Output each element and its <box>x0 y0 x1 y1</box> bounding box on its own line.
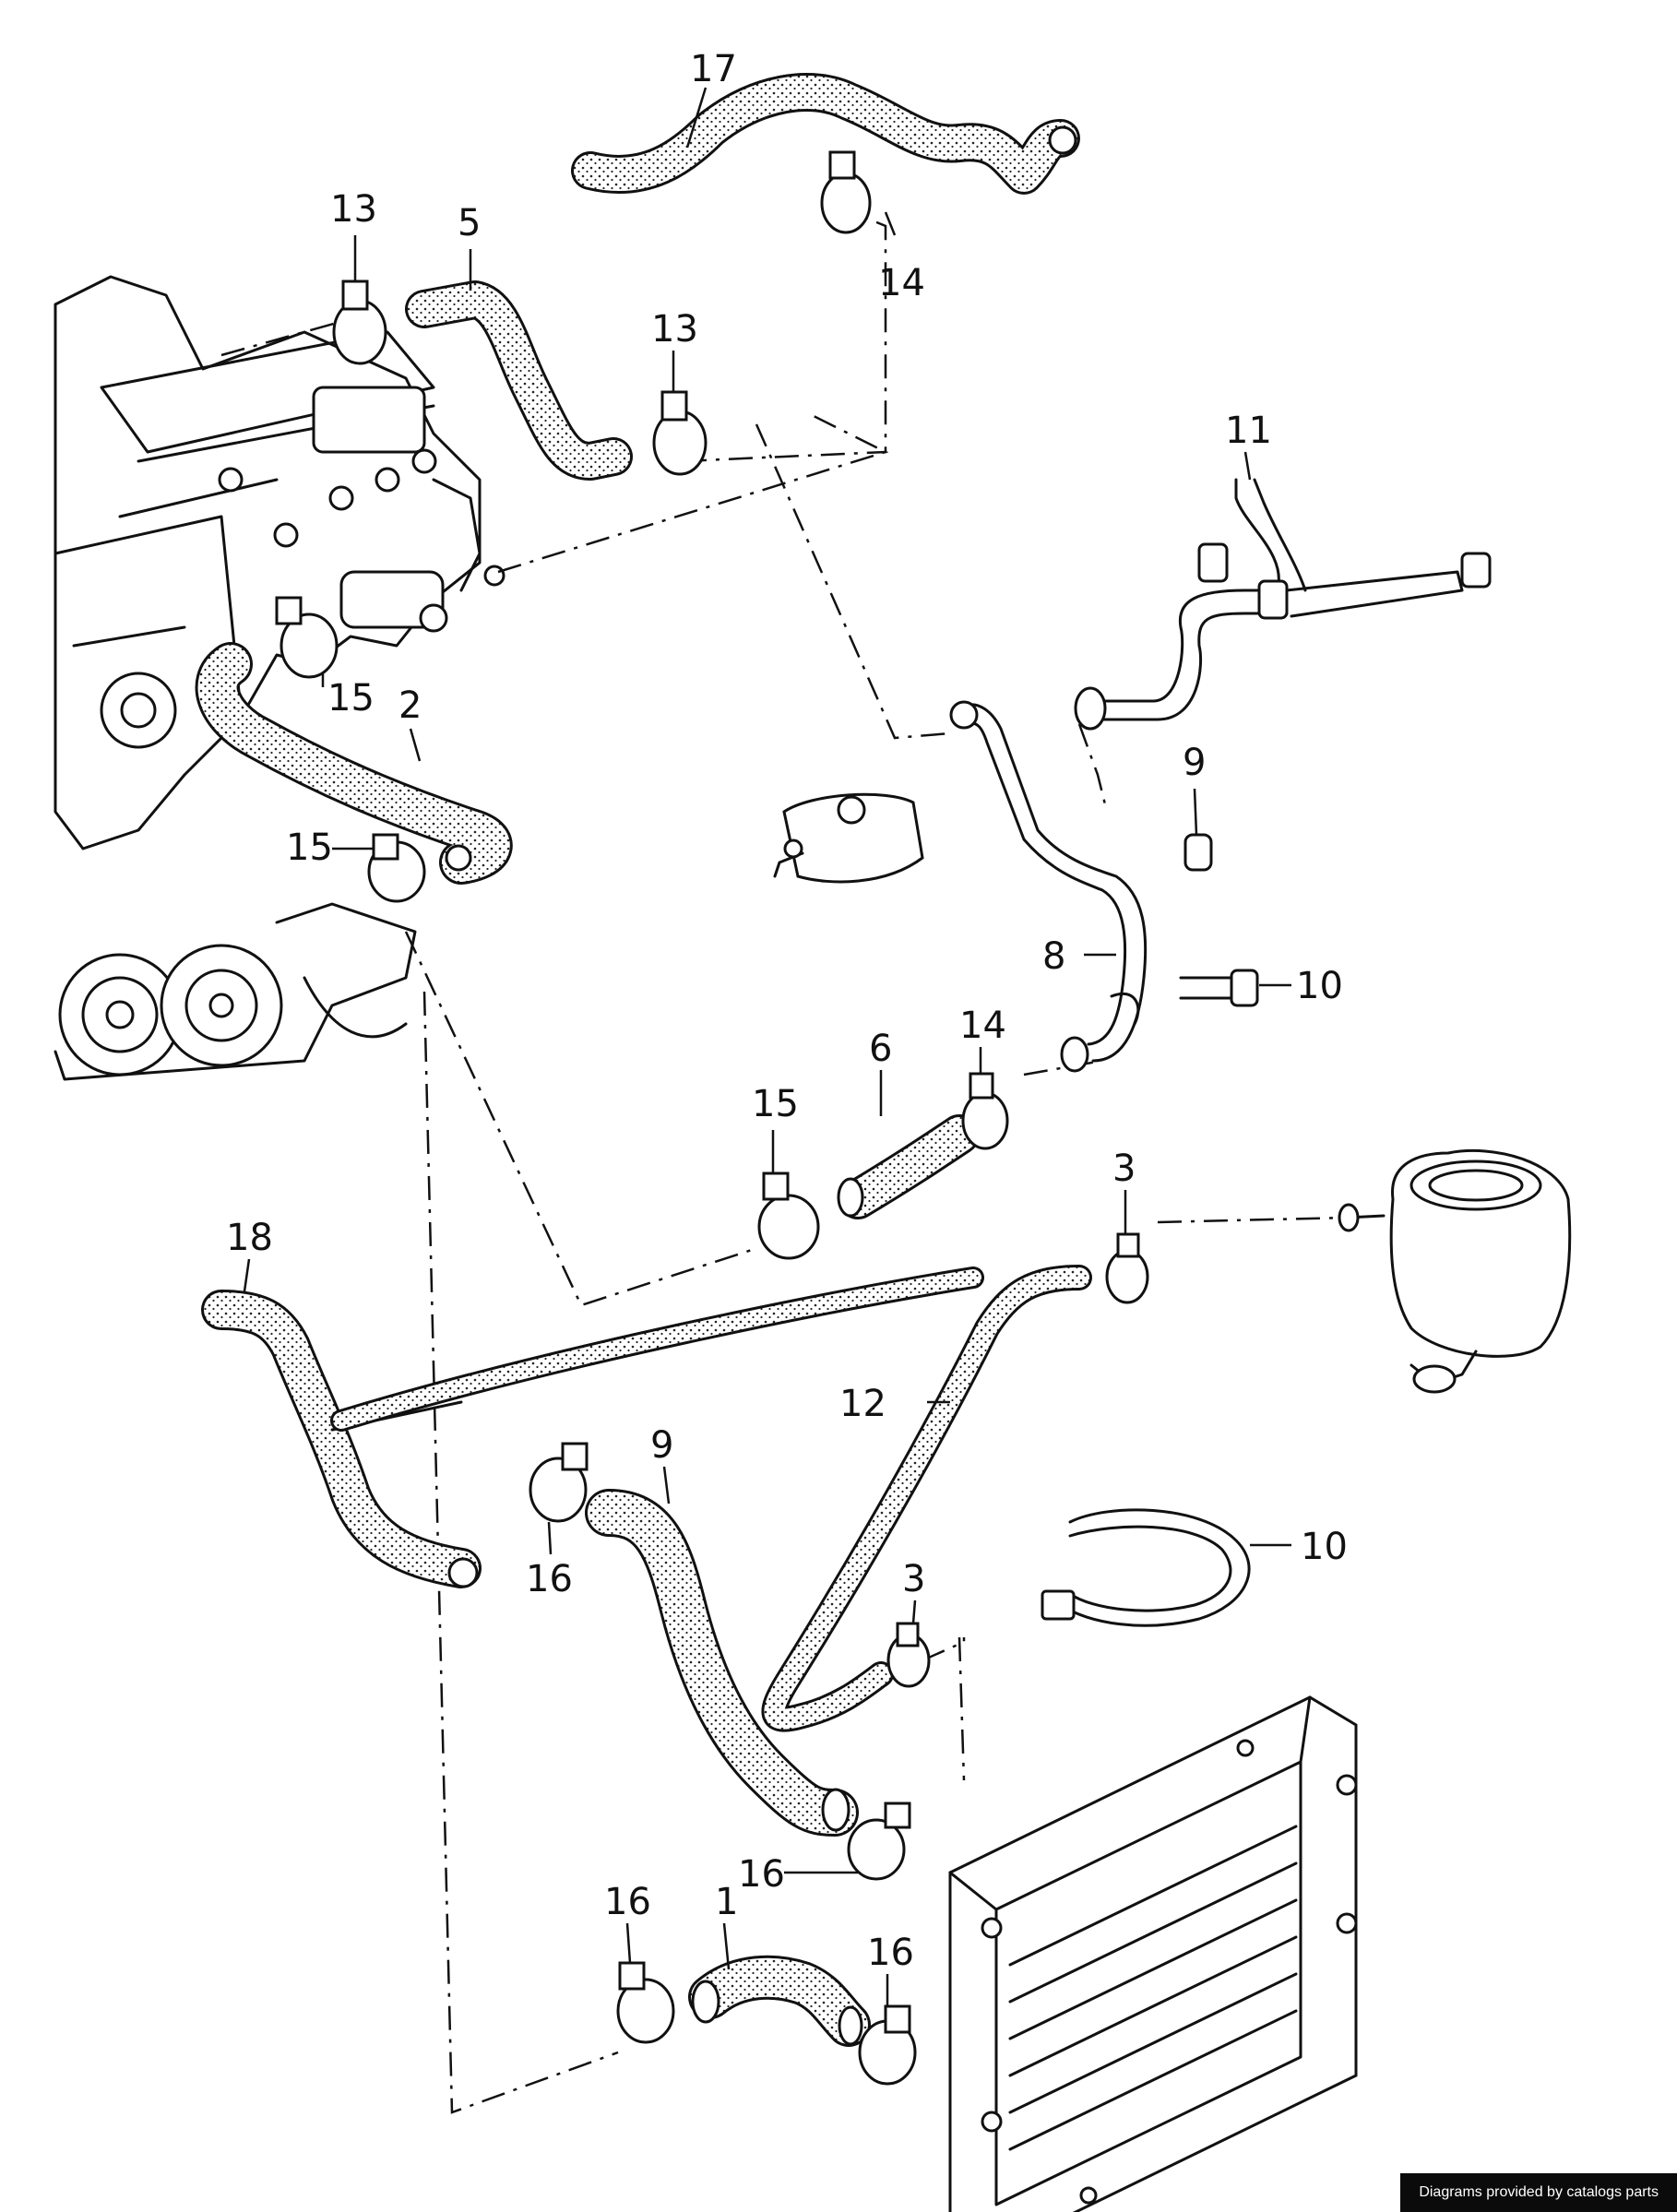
callout-7: 9 <box>1183 742 1206 784</box>
connector-7 <box>1183 833 1213 872</box>
leader-lines <box>243 87 1291 2006</box>
callout-16: 16 <box>604 1881 651 1923</box>
hose-2 <box>195 642 513 885</box>
callout-18: 18 <box>226 1217 273 1259</box>
radiator <box>948 1695 1358 2212</box>
pipe-11 <box>1074 478 1492 731</box>
hose-17 <box>571 73 1080 195</box>
callouts: 17 13 5 13 14 11 15 2 9 15 8 10 14 6 15 … <box>226 48 1348 1974</box>
strap-clamp-10 <box>1041 1508 1251 1627</box>
callout-15: 15 <box>752 1083 799 1125</box>
callout-1: 1 <box>715 1881 738 1923</box>
callout-15: 15 <box>327 677 375 719</box>
hose-12 <box>761 1265 1092 1732</box>
callout-14: 14 <box>878 262 925 304</box>
callout-6: 8 <box>1042 935 1065 978</box>
credit-banner: Diagrams provided by catalogs parts <box>1400 2173 1677 2212</box>
callout-4: 6 <box>869 1028 892 1070</box>
callout-13: 13 <box>651 308 698 351</box>
callout-16: 16 <box>738 1853 785 1896</box>
pipe-6 <box>949 700 1148 1073</box>
callout-3: 3 <box>902 1558 925 1600</box>
hose-9 <box>585 1489 859 1837</box>
hose-4 <box>837 1114 980 1219</box>
callout-14: 14 <box>959 1005 1006 1047</box>
callout-9: 9 <box>650 1424 673 1467</box>
callout-13: 13 <box>330 188 377 231</box>
callout-8: 10 <box>1296 965 1343 1007</box>
callout-5: 5 <box>458 202 481 244</box>
hose-18 <box>201 1290 482 1588</box>
callout-15: 15 <box>286 827 333 869</box>
callout-11: 11 <box>1225 410 1272 452</box>
oil-cooler <box>773 792 924 884</box>
callout-2: 2 <box>398 684 422 727</box>
clamps <box>275 150 1149 2086</box>
callout-3: 3 <box>1112 1148 1136 1190</box>
hose-5 <box>405 280 633 481</box>
callout-10: 10 <box>1301 1526 1348 1568</box>
callout-16: 16 <box>526 1558 573 1600</box>
long-hose <box>330 1267 984 1432</box>
assembly-lines <box>220 201 1348 2114</box>
callout-17: 17 <box>690 48 737 90</box>
hose-1 <box>688 1955 871 2047</box>
bolt-8 <box>1179 969 1259 1007</box>
expansion-tank <box>1338 1148 1572 1394</box>
engine-block <box>54 275 505 1081</box>
callout-16: 16 <box>867 1932 914 1974</box>
callout-12: 12 <box>839 1383 886 1425</box>
